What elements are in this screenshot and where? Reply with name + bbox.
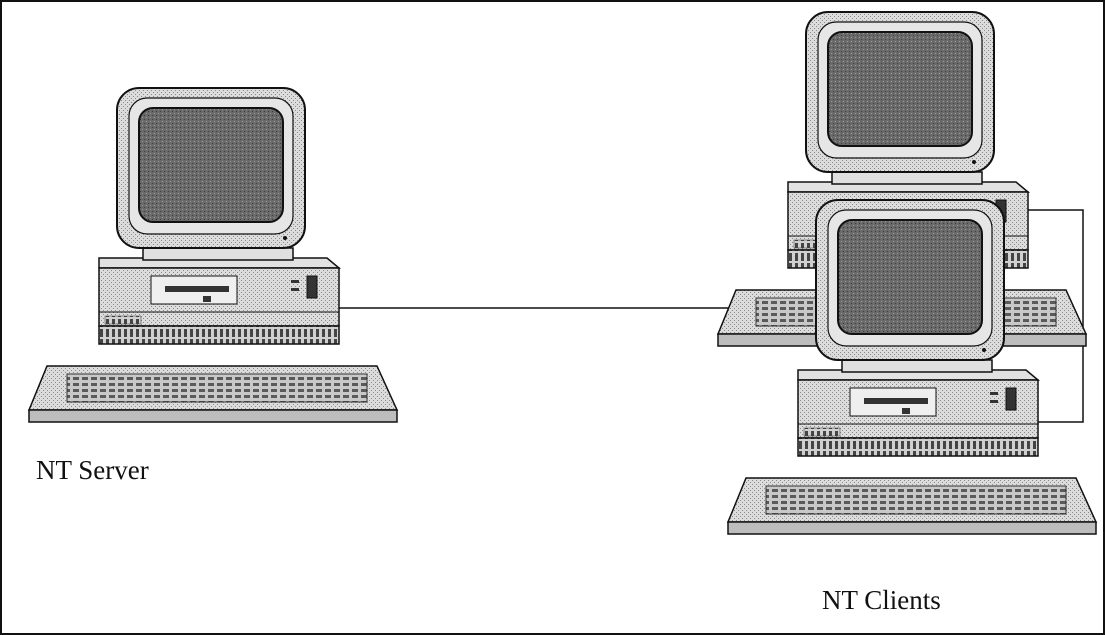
client-computer-front-icon — [727, 199, 1097, 535]
client-client-link — [1015, 209, 1084, 423]
clients-label: NT Clients — [822, 585, 941, 615]
server-computer-icon — [28, 87, 398, 423]
server-label: NT Server — [36, 455, 149, 485]
